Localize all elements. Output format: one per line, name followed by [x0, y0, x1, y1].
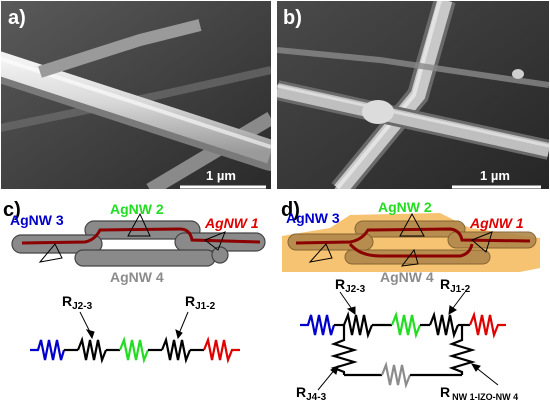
panel-d-nw2-label: AgNW 2	[378, 199, 432, 215]
panel-c-junction-markers	[38, 212, 226, 263]
panel-c-rj12-label: RJ1-2	[185, 293, 216, 312]
panel-c-resistor-arrows	[79, 311, 189, 340]
panel-c-rj23-label: RJ2-3	[62, 293, 93, 312]
panel-b-label: b)	[283, 7, 302, 29]
panel-d-nw1-label: AgNW 1	[469, 215, 524, 231]
panel-b-sem-image	[277, 1, 549, 189]
panel-d-current-paths	[295, 227, 531, 258]
panel-c-resistor-network	[30, 336, 240, 364]
panel-c-nw3-label: AgNW 3	[10, 212, 64, 228]
panel-a-label: a)	[8, 7, 26, 29]
panel-d-nw4-label: AgNW 4	[380, 269, 434, 285]
panel-d-resistor-arrows	[317, 291, 499, 391]
panel-c-label: c)	[3, 199, 21, 221]
panel-c-nw4-label: AgNW 4	[110, 269, 164, 285]
panel-d-rj12-label: RJ1-2	[440, 276, 471, 295]
panel-c-nanowire-schematic	[11, 220, 266, 267]
panel-d-nw3-label: AgNW 3	[286, 210, 340, 226]
panel-c-nw2-label: AgNW 2	[110, 201, 164, 217]
panel-d-label: d)	[281, 199, 300, 221]
panel-b-scale-text: 1 µm	[480, 168, 510, 183]
panel-d-junction-markers	[308, 212, 493, 267]
panel-a-sem-image	[1, 1, 271, 189]
panel-d-resistor-network	[300, 311, 506, 389]
panel-a-scale-text: 1 µm	[206, 168, 236, 183]
panel-c-current-path	[21, 227, 261, 245]
panel-c-nw1-label: AgNW 1	[204, 215, 259, 231]
panel-d-rj43-label: RJ4-3	[296, 384, 327, 403]
panel-d-rj23-label: RJ2-3	[335, 276, 366, 295]
